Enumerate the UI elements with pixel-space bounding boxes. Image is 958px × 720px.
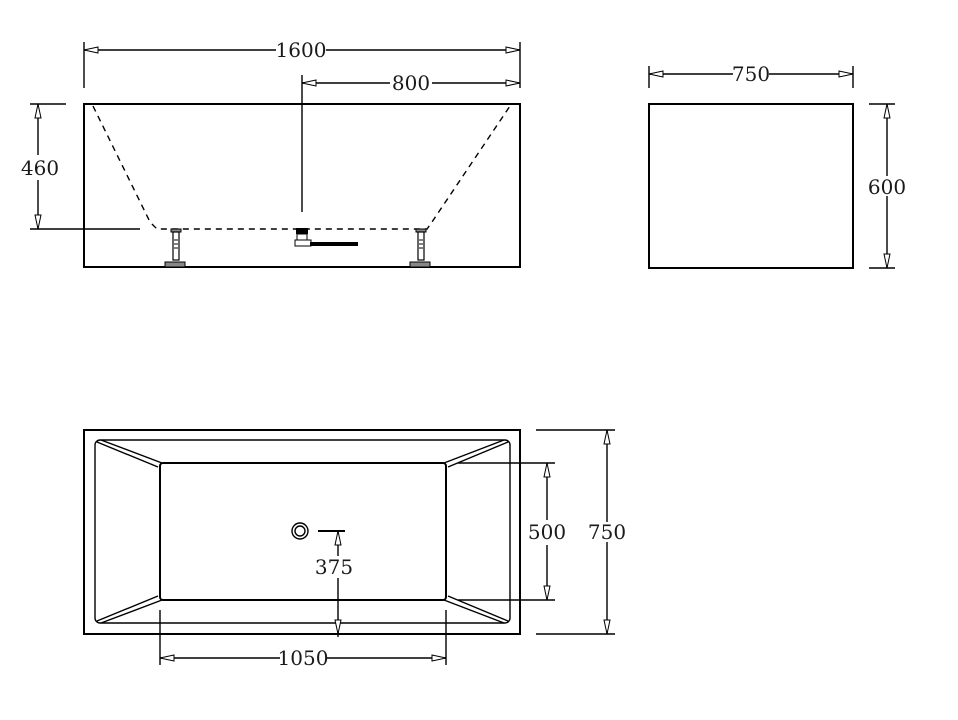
dim-drain-offset: 800 [392,71,430,95]
side-view: 1600 800 460 [21,38,521,268]
dim-overall-width: 750 [588,520,626,544]
top-view: 375 1050 500 750 [83,429,627,670]
support-foot-left [164,228,186,268]
support-foot-right [409,228,431,268]
dim-inner-depth: 460 [21,156,59,180]
drain-icon [291,522,309,540]
drain-assembly [294,228,358,247]
end-view-outline [648,103,854,269]
top-view-outline [83,429,521,635]
dim-inner-length: 1050 [278,646,329,670]
dim-end-width: 750 [732,62,770,86]
inner-basin-profile [92,105,511,230]
end-view: 750 600 [648,62,906,269]
dim-overall-length: 1600 [276,38,327,62]
dim-drain-from-edge: 375 [315,555,353,579]
rim-inner-edge [94,439,511,624]
basin-floor [159,462,447,601]
dim-end-height: 600 [868,175,906,199]
dim-inner-width: 500 [528,520,566,544]
